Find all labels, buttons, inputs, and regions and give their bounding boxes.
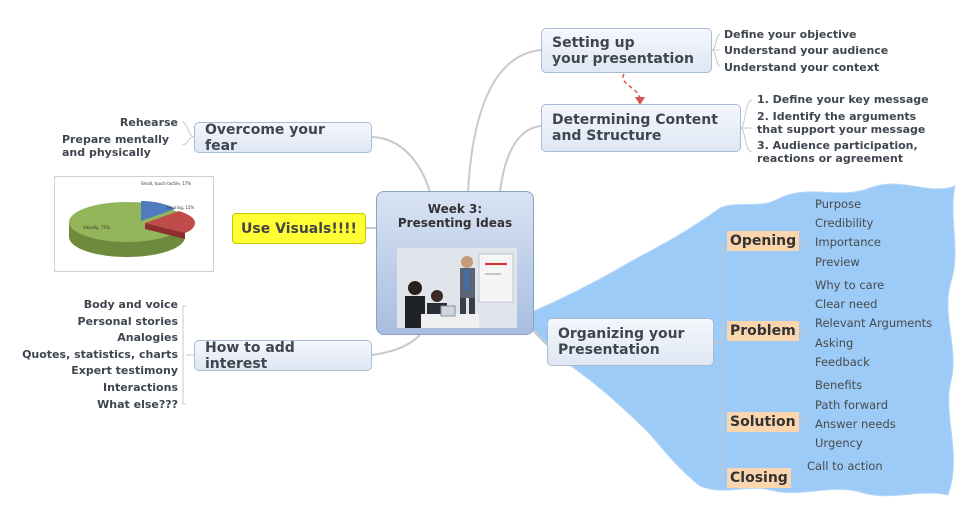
topic-content-structure[interactable]: Determining Content and Structure bbox=[541, 104, 741, 152]
meeting-photo bbox=[397, 248, 517, 328]
meeting-photo-illustration bbox=[397, 248, 517, 328]
content-line2: and Structure bbox=[552, 128, 662, 144]
pie-chart-illustration: Small, touch tactile, 17% Hearing, 15% V… bbox=[69, 181, 195, 257]
subtopic-audience-participation[interactable]: 3. Audience participation, reactions or … bbox=[757, 139, 918, 165]
topic-use-visuals[interactable]: Use Visuals!!!! bbox=[232, 213, 366, 244]
leaf-path-forward[interactable]: Path forward bbox=[815, 398, 889, 412]
leaf-credibility[interactable]: Credibility bbox=[815, 216, 874, 230]
bracket-organizing bbox=[714, 242, 723, 478]
subtopic-arguments[interactable]: 2. Identify the arguments that support y… bbox=[757, 110, 925, 136]
subtopic-body-voice[interactable]: Body and voice bbox=[83, 298, 178, 311]
leaf-purpose[interactable]: Purpose bbox=[815, 197, 862, 211]
relationship-arrow-head bbox=[635, 97, 645, 105]
connector-organizing bbox=[533, 329, 548, 345]
bracket-setting-up bbox=[711, 33, 721, 67]
subtopic-key-message[interactable]: 1. Define your key message bbox=[757, 93, 929, 106]
subtopic-prepare-l1: Prepare mentally bbox=[62, 133, 170, 146]
subtopic-understand-audience[interactable]: Understand your audience bbox=[724, 44, 889, 57]
leaf-importance[interactable]: Importance bbox=[815, 235, 881, 249]
subtopic-expert-testimony[interactable]: Expert testimony bbox=[71, 364, 178, 377]
use-visuals-label: Use Visuals!!!! bbox=[241, 220, 357, 237]
subtopic-arguments-l2: that support your message bbox=[757, 123, 926, 136]
subtopic-rehearse[interactable]: Rehearse bbox=[100, 116, 178, 129]
topic-organizing[interactable]: Organizing your Presentation bbox=[547, 318, 714, 366]
leaf-preview[interactable]: Preview bbox=[815, 255, 860, 269]
subtopic-understand-context[interactable]: Understand your context bbox=[724, 61, 880, 74]
leaf-clear-need[interactable]: Clear need bbox=[815, 297, 878, 311]
organizing-line2: Presentation bbox=[558, 342, 660, 358]
topic-overcome-fear[interactable]: Overcome your fear bbox=[194, 121, 372, 154]
leaf-call-to-action[interactable]: Call to action bbox=[807, 459, 883, 473]
central-topic[interactable]: Week 3: Presenting Ideas bbox=[376, 191, 534, 335]
leaf-answer-needs[interactable]: Answer needs bbox=[815, 417, 896, 431]
subtopic-what-else[interactable]: What else??? bbox=[97, 398, 178, 411]
subtopic-rehearse-text: Rehearse bbox=[119, 116, 178, 129]
overcome-fear-label: Overcome your fear bbox=[205, 121, 325, 154]
subtopic-prepare-mentally[interactable]: Prepare mentally and physically bbox=[62, 133, 169, 159]
pie-label-small: Small, touch tactile, 17% bbox=[141, 181, 191, 186]
leaf-relevant-arguments[interactable]: Relevant Arguments bbox=[815, 316, 933, 330]
setting-up-line1: Setting up bbox=[552, 34, 635, 51]
bracket-opening bbox=[800, 206, 807, 264]
topic-add-interest[interactable]: How to add interest bbox=[194, 339, 372, 372]
leaf-asking[interactable]: Asking bbox=[815, 336, 854, 350]
bracket-content bbox=[740, 99, 753, 153]
subtopic-prepare-l2: and physically bbox=[62, 146, 151, 159]
connector-fear bbox=[371, 136, 431, 193]
setting-up-line2: your presentation bbox=[552, 50, 694, 67]
subtopic-key-message-l1: 1. Define your key message bbox=[757, 93, 929, 106]
section-closing[interactable]: Closing bbox=[727, 468, 791, 488]
organizing-line1: Organizing your bbox=[558, 326, 685, 342]
bracket-problem bbox=[800, 286, 807, 365]
subtopic-participation-l2: reactions or agreement bbox=[757, 152, 904, 165]
subtopic-participation-l1: 3. Audience participation, bbox=[757, 139, 918, 152]
leaf-benefits[interactable]: Benefits bbox=[815, 378, 863, 392]
connector-interest bbox=[371, 334, 421, 356]
leaf-why-to-care[interactable]: Why to care bbox=[815, 278, 885, 292]
leaf-urgency[interactable]: Urgency bbox=[815, 436, 863, 450]
connector-content bbox=[499, 125, 542, 193]
pie-label-visually: Visually, 75% bbox=[83, 225, 110, 230]
bracket-solution bbox=[800, 386, 807, 444]
central-title-line1: Week 3: bbox=[427, 202, 483, 216]
central-topic-title: Week 3: Presenting Ideas bbox=[377, 202, 533, 230]
pie-label-hearing: Hearing, 15% bbox=[167, 205, 194, 210]
leaf-feedback[interactable]: Feedback bbox=[815, 355, 870, 369]
subtopic-personal-stories[interactable]: Personal stories bbox=[77, 315, 178, 328]
content-line1: Determining Content bbox=[552, 112, 718, 128]
subtopic-arguments-l1: 2. Identify the arguments bbox=[757, 110, 917, 123]
section-problem[interactable]: Problem bbox=[727, 321, 799, 341]
add-interest-label: How to add interest bbox=[205, 339, 295, 372]
subtopic-quotes-statistics[interactable]: Quotes, statistics, charts bbox=[22, 348, 178, 361]
bracket-interest bbox=[182, 305, 194, 405]
subtopic-define-objective[interactable]: Define your objective bbox=[724, 28, 857, 41]
topic-setting-up[interactable]: Setting up your presentation bbox=[541, 28, 712, 73]
pie-chart-image: Small, touch tactile, 17% Hearing, 15% V… bbox=[54, 176, 214, 272]
section-opening[interactable]: Opening bbox=[727, 231, 800, 251]
subtopic-analogies[interactable]: Analogies bbox=[117, 331, 178, 344]
section-solution[interactable]: Solution bbox=[727, 412, 799, 432]
relationship-arrow bbox=[622, 73, 641, 101]
subtopic-interactions[interactable]: Interactions bbox=[103, 381, 178, 394]
connector-setting-up bbox=[467, 49, 542, 193]
central-title-line2: Presenting Ideas bbox=[397, 216, 513, 230]
bracket-fear bbox=[181, 121, 195, 146]
